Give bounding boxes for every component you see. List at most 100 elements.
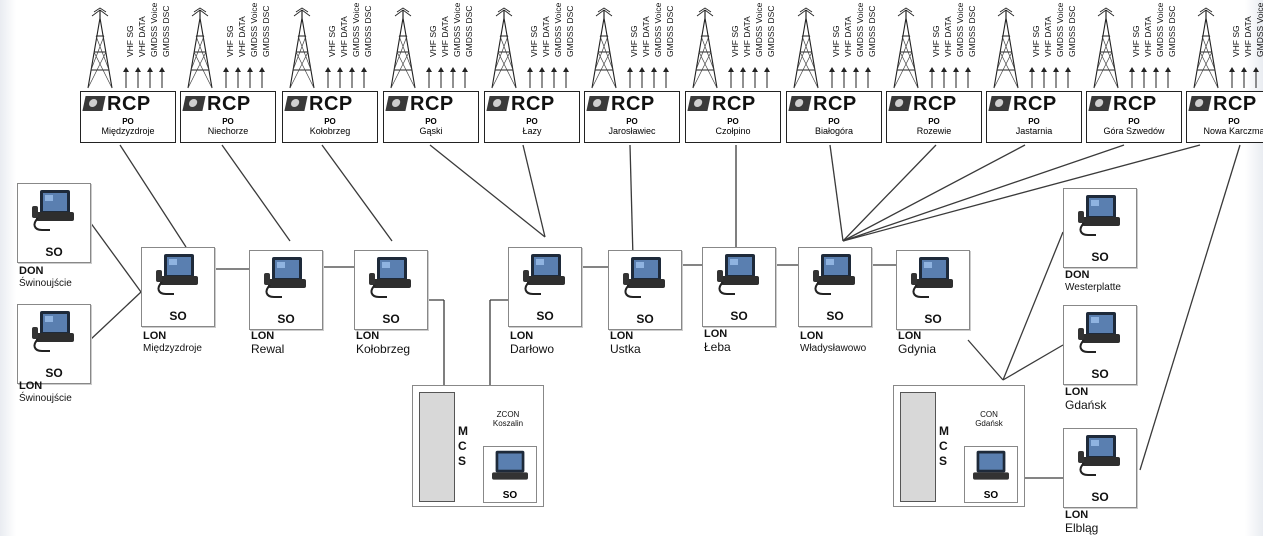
node-type: LON — [1065, 509, 1089, 521]
signal-label: GMDSS DSC — [359, 6, 373, 66]
rcp-header: RCP — [584, 91, 680, 117]
connection-line — [522, 144, 546, 238]
signal-label: GMDSS Voice — [347, 3, 361, 66]
console-icon — [623, 257, 665, 298]
signal-label: VHF DATA — [233, 10, 247, 66]
signal-label: VHF SG — [927, 10, 941, 66]
signal-label: GMDSS DSC — [661, 6, 675, 66]
signal-label: GMDSS Voice — [245, 3, 259, 66]
antenna-icon — [591, 7, 669, 89]
po-prefix: PO — [222, 117, 234, 126]
po-prefix: PO — [626, 117, 638, 126]
signal-text: GMDSS DSC — [363, 5, 373, 57]
rcp-header: RCP — [180, 91, 276, 117]
signal-text: GMDSS Voice — [1255, 2, 1263, 57]
signal-label: VHF DATA — [939, 10, 953, 66]
signal-label: VHF DATA — [1239, 10, 1253, 66]
node-name: Łeba — [704, 340, 731, 354]
so-node-lon-miedz: SO — [141, 247, 215, 327]
mcs-so-box: SO — [483, 446, 537, 503]
so-node-lon-darl: SO — [508, 247, 582, 327]
signal-label: VHF SG — [424, 10, 438, 66]
rcp-header: RCP — [685, 91, 781, 117]
signal-label: GMDSS Voice — [549, 3, 563, 66]
signal-text: GMDSS DSC — [967, 5, 977, 57]
mcs-label: M C S — [939, 424, 949, 468]
console-icon — [1078, 435, 1120, 476]
so-label: SO — [1091, 367, 1109, 381]
signal-label: VHF SG — [726, 10, 740, 66]
po-station-name: Czołpino — [715, 126, 751, 136]
signal-label: VHF DATA — [537, 10, 551, 66]
mcs-rack-icon — [900, 392, 936, 502]
console-icon — [1078, 312, 1120, 353]
signal-label: GMDSS Voice — [1151, 3, 1165, 66]
antenna-icon — [893, 7, 971, 89]
signal-label: VHF SG — [221, 10, 235, 66]
po-station-name: Góra Szwedów — [1103, 126, 1165, 136]
node-name: Władysławowo — [800, 343, 867, 354]
so-label: SO — [502, 490, 518, 501]
console-icon — [1078, 195, 1120, 236]
connection-line — [1139, 144, 1241, 471]
signal-label: VHF DATA — [637, 10, 651, 66]
rcp-title: RCP — [813, 93, 857, 115]
node-name: Gdynia — [898, 342, 937, 356]
connection-line — [321, 144, 393, 242]
signal-label: VHF SG — [625, 10, 639, 66]
rcp-icon — [1188, 96, 1212, 111]
mcs-name: CON Gdańsk — [975, 410, 1003, 428]
console-icon — [911, 257, 953, 298]
node-type: LON — [143, 330, 167, 342]
po-prefix: PO — [425, 117, 437, 126]
signal-text: GMDSS DSC — [665, 5, 675, 57]
antenna-icon — [87, 7, 165, 89]
so-label: SO — [1091, 250, 1109, 264]
rcp-title: RCP — [410, 93, 454, 115]
rcp-icon — [788, 96, 812, 111]
so-label: SO — [730, 309, 748, 323]
antenna-icon — [289, 7, 367, 89]
console-icon — [32, 311, 74, 352]
console-icon — [369, 257, 411, 298]
node-name: Kołobrzeg — [356, 342, 411, 356]
rcp-header: RCP — [886, 91, 982, 117]
antenna-icon — [1193, 7, 1259, 89]
rcp-icon — [888, 96, 912, 111]
connection-line — [89, 221, 142, 293]
rcp-title: RCP — [1113, 93, 1157, 115]
node-type: LON — [610, 330, 634, 342]
connection-line — [629, 144, 634, 259]
so-node-lon-elblag: SO — [1063, 428, 1137, 508]
connection-line — [842, 144, 1125, 242]
rcp-title: RCP — [511, 93, 555, 115]
node-name: Rewal — [251, 342, 285, 356]
po-station-name: Nowa Karczma — [1203, 126, 1263, 136]
console-icon — [717, 254, 759, 295]
node-type: LON — [704, 328, 728, 340]
rcp-title: RCP — [1013, 93, 1057, 115]
rcp-header: RCP — [282, 91, 378, 117]
